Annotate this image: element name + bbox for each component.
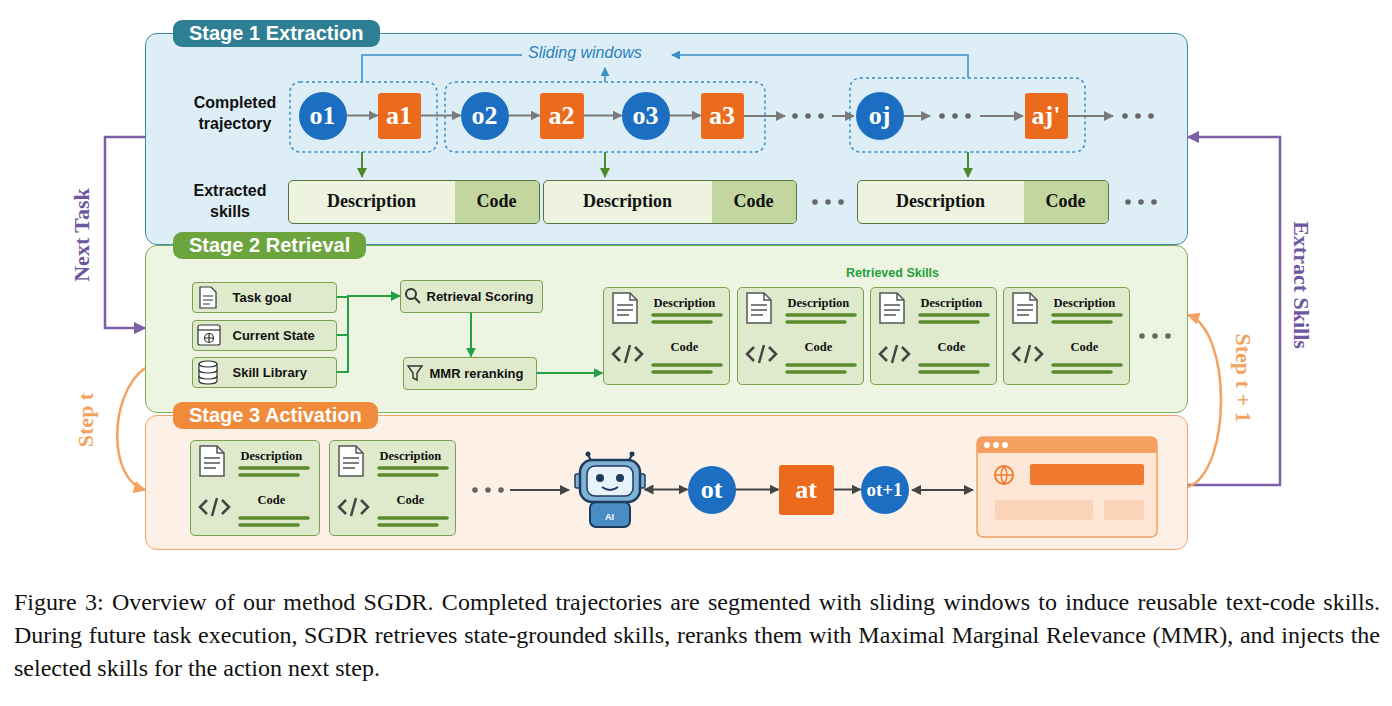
edge-label: Extract Skills xyxy=(1288,221,1314,349)
node-text: Description xyxy=(289,181,455,223)
skill-card: DescriptionCode xyxy=(190,440,320,536)
input-box: Task goal xyxy=(192,282,337,313)
observation-node: o3 xyxy=(622,92,670,140)
node-text: oj xyxy=(869,101,891,131)
figure-caption: Figure 3: Overview of our method SGDR. C… xyxy=(14,586,1380,685)
node-text: Description xyxy=(544,181,712,223)
stage-panel: Stage 2 RetrievalTask goalCurrent StateS… xyxy=(145,245,1188,413)
action-node: at xyxy=(779,465,834,515)
action-node: aj' xyxy=(1025,93,1068,139)
annotation-label: Sliding windows xyxy=(528,44,663,62)
node-text: Code xyxy=(258,493,286,508)
edge-label: Step t xyxy=(73,393,99,447)
node-text: ot+1 xyxy=(866,479,902,501)
node-text: Code xyxy=(397,493,425,508)
node-text: Description xyxy=(788,296,850,311)
input-box: Current State xyxy=(192,320,337,351)
node-text: a3 xyxy=(709,101,735,131)
stage-panel: Stage 1 Extractiono1a1o2a2o3a3ojaj'Descr… xyxy=(145,33,1188,245)
agent-robot: AI xyxy=(575,452,645,528)
node-text: o2 xyxy=(472,101,498,131)
node-text: Code xyxy=(455,181,539,223)
observation-node: ot xyxy=(688,466,736,514)
node-text: AI xyxy=(575,512,645,522)
node-text: o1 xyxy=(310,101,336,131)
node-text: Code xyxy=(1071,340,1099,355)
edge-label: Next Task xyxy=(69,188,95,282)
stage-title: Stage 2 Retrieval xyxy=(173,232,366,259)
flow-arrow xyxy=(105,137,145,328)
observation-node: oj xyxy=(856,92,904,140)
skill-card: DescriptionCode xyxy=(737,287,864,385)
flow-arrow xyxy=(1188,137,1280,485)
action-node: a1 xyxy=(378,93,421,139)
node-text: Description xyxy=(858,181,1024,223)
node-text: Retrieval Scoring xyxy=(427,289,534,304)
flow-arrow xyxy=(117,368,145,490)
node-text: Description xyxy=(1054,296,1116,311)
node-text: o3 xyxy=(633,101,659,131)
stage-title: Stage 1 Extraction xyxy=(173,20,380,47)
process-box: MMR reranking xyxy=(403,357,537,390)
observation-node: ot+1 xyxy=(861,466,909,514)
node-text: a2 xyxy=(549,101,575,131)
node-text: Current State xyxy=(233,328,315,343)
skill-box: DescriptionCode xyxy=(857,180,1109,224)
stage-title: Stage 3 Activation xyxy=(173,402,378,429)
node-text: at xyxy=(795,475,817,505)
observation-node: o1 xyxy=(299,92,347,140)
node-text: Description xyxy=(241,449,303,464)
node-text: Description xyxy=(654,296,716,311)
node-text: Code xyxy=(805,340,833,355)
node-text: Description xyxy=(921,296,983,311)
node-text: Code xyxy=(671,340,699,355)
skill-box: DescriptionCode xyxy=(288,180,540,224)
skill-card: DescriptionCode xyxy=(1003,287,1130,385)
edge-label: Step t + 1 xyxy=(1230,334,1256,423)
skill-card: DescriptionCode xyxy=(870,287,997,385)
node-text: Code xyxy=(938,340,966,355)
action-node: a3 xyxy=(701,93,744,139)
input-box: Skill Library xyxy=(192,357,337,388)
node-text: a1 xyxy=(386,101,412,131)
flow-arrow xyxy=(1188,315,1221,487)
observation-node: o2 xyxy=(461,92,509,140)
node-text: Code xyxy=(1024,181,1108,223)
stage-panel: Stage 3 ActivationDescriptionCodeDescrip… xyxy=(145,415,1188,550)
process-box: Retrieval Scoring xyxy=(400,280,543,313)
node-text: Description xyxy=(380,449,442,464)
skill-card: DescriptionCode xyxy=(603,287,730,385)
node-text: Skill Library xyxy=(233,365,307,380)
skill-card: DescriptionCode xyxy=(329,440,456,536)
skill-box: DescriptionCode xyxy=(543,180,797,224)
row-label: Completed trajectory xyxy=(186,92,284,134)
node-text: ot xyxy=(701,475,723,505)
node-text: Task goal xyxy=(233,290,292,305)
node-text: Code xyxy=(712,181,796,223)
group-label: Retrieved Skills xyxy=(830,266,955,280)
row-label: Extracted skills xyxy=(184,180,276,222)
action-node: a2 xyxy=(540,93,584,139)
node-text: MMR reranking xyxy=(430,366,524,381)
node-text: aj' xyxy=(1032,101,1061,131)
